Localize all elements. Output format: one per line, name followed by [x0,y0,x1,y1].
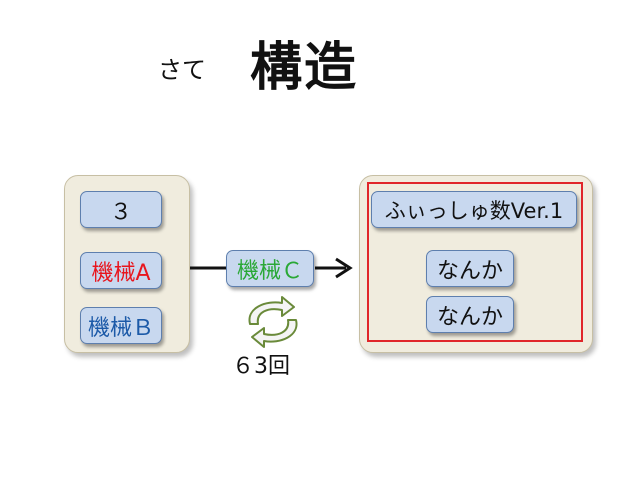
machine-a-label: 機械A [91,260,151,286]
title-prefix: さて [158,56,206,84]
something-chip-2: なんか [426,296,514,333]
machine-c-label: 機械Ｃ [236,258,303,284]
fish-number-chip: ふぃっしゅ数Ver.1 [371,191,577,228]
loop-icon [248,296,298,348]
fish-number-label: ふぃっしゅ数Ver.1 [384,198,564,223]
something-label-2: なんか [436,304,503,330]
page-title: 構造 [250,38,359,98]
loop-count: ６3回 [232,354,290,379]
something-label-1: なんか [436,258,503,284]
machine-c-chip: 機械Ｃ [226,250,314,287]
highlight-frame [367,182,583,342]
count-label: ３ [109,199,132,225]
machine-b-chip: 機械Ｂ [80,307,162,344]
something-chip-1: なんか [426,250,514,287]
machine-a-chip: 機械A [80,252,162,289]
machine-b-label: 機械Ｂ [87,315,154,341]
arrow-head [335,257,353,279]
count-chip: ３ [80,191,162,228]
